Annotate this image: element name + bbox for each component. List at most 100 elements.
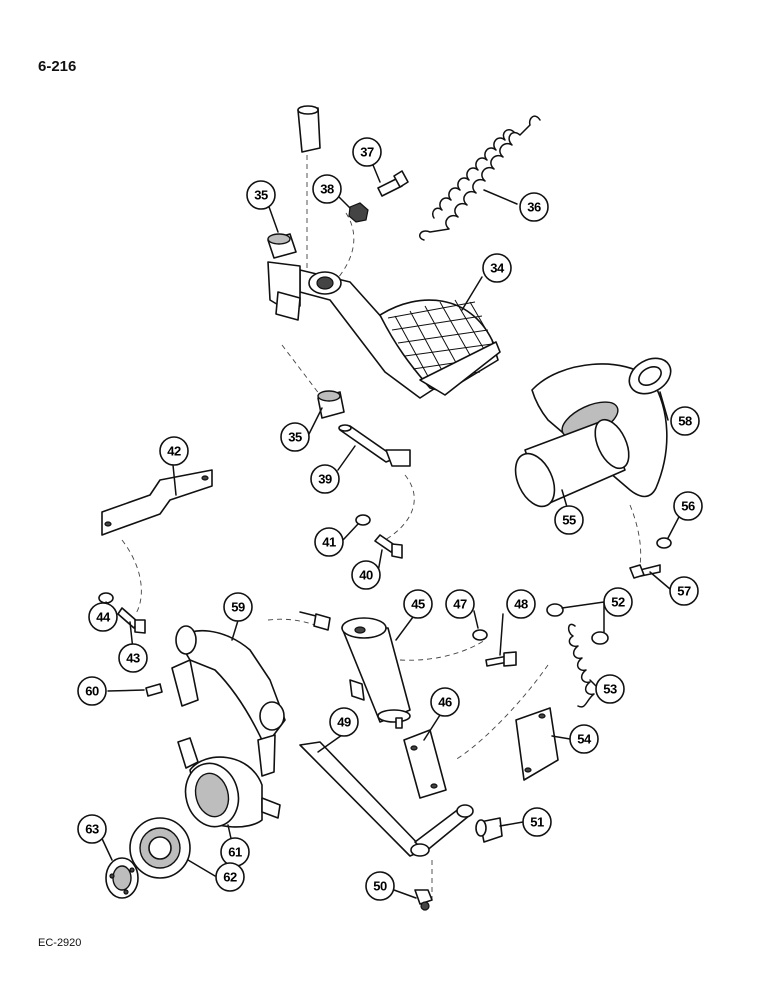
callout-58: 58 bbox=[670, 406, 700, 436]
circlip-52b bbox=[591, 631, 609, 645]
washer-41 bbox=[355, 514, 371, 526]
svg-text:40: 40 bbox=[359, 568, 373, 583]
svg-text:42: 42 bbox=[167, 444, 181, 459]
callout-59: 59 bbox=[223, 592, 253, 622]
callout-48: 48 bbox=[506, 589, 536, 619]
callout-51: 51 bbox=[522, 807, 552, 837]
callout-38: 38 bbox=[312, 174, 342, 204]
clamp-plate bbox=[403, 729, 447, 799]
callout-54: 54 bbox=[569, 724, 599, 754]
bolt-37 bbox=[377, 170, 409, 197]
callout-41: 41 bbox=[314, 527, 344, 557]
svg-text:39: 39 bbox=[318, 472, 332, 487]
assembly-guide-lines bbox=[121, 155, 642, 900]
bolt-40 bbox=[374, 534, 403, 559]
callout-47: 47 bbox=[445, 589, 475, 619]
leader-lines bbox=[97, 164, 682, 899]
oil-seal bbox=[628, 357, 672, 395]
svg-text:35: 35 bbox=[254, 188, 268, 203]
pilot-bearing bbox=[105, 857, 139, 899]
drawing-code: EC-2920 bbox=[38, 937, 82, 949]
callout-40: 40 bbox=[351, 560, 381, 590]
release-bearing-carrier bbox=[177, 737, 281, 828]
pivot-pin bbox=[338, 424, 411, 467]
bolt-48 bbox=[485, 651, 517, 667]
washer-56 bbox=[656, 537, 672, 549]
circlip-52a bbox=[546, 603, 564, 617]
svg-text:55: 55 bbox=[562, 513, 576, 528]
release-fork bbox=[171, 625, 286, 777]
svg-text:60: 60 bbox=[85, 684, 99, 699]
svg-text:34: 34 bbox=[490, 261, 505, 276]
anchor-plate bbox=[515, 707, 559, 781]
callout-53: 53 bbox=[595, 674, 625, 704]
page-reference: 6-216 bbox=[38, 58, 77, 75]
svg-text:52: 52 bbox=[611, 595, 625, 610]
svg-text:43: 43 bbox=[126, 651, 140, 666]
release-bearing bbox=[129, 817, 191, 879]
svg-text:62: 62 bbox=[223, 870, 237, 885]
pedal-rod-clevis bbox=[297, 105, 321, 153]
callout-56: 56 bbox=[673, 491, 703, 521]
callout-35-lower: 35 bbox=[280, 422, 310, 452]
callout-52: 52 bbox=[603, 587, 633, 617]
callout-42: 42 bbox=[159, 436, 189, 466]
washer-47 bbox=[472, 629, 488, 641]
clevis-pin bbox=[475, 817, 503, 843]
svg-text:57: 57 bbox=[677, 584, 691, 599]
svg-text:45: 45 bbox=[411, 597, 425, 612]
roll-pin bbox=[145, 683, 163, 697]
callout-39: 39 bbox=[310, 464, 340, 494]
svg-text:35: 35 bbox=[288, 430, 302, 445]
svg-text:37: 37 bbox=[360, 145, 374, 160]
svg-text:58: 58 bbox=[678, 414, 692, 429]
svg-text:56: 56 bbox=[681, 499, 695, 514]
callout-61: 61 bbox=[220, 837, 250, 867]
bush-upper bbox=[267, 233, 297, 259]
callout-60: 60 bbox=[77, 676, 107, 706]
callout-49: 49 bbox=[329, 707, 359, 737]
svg-text:47: 47 bbox=[453, 597, 467, 612]
svg-text:50: 50 bbox=[373, 879, 387, 894]
hose-end bbox=[299, 611, 331, 631]
callout-44: 44 bbox=[88, 602, 118, 632]
svg-text:51: 51 bbox=[530, 815, 544, 830]
bush-lower bbox=[317, 390, 345, 419]
svg-text:36: 36 bbox=[527, 200, 541, 215]
svg-text:49: 49 bbox=[337, 715, 351, 730]
svg-text:46: 46 bbox=[438, 695, 452, 710]
svg-text:44: 44 bbox=[96, 610, 111, 625]
callout-45: 45 bbox=[403, 589, 433, 619]
cross-shaft-lever bbox=[299, 741, 474, 857]
callout-62: 62 bbox=[215, 862, 245, 892]
callout-36: 36 bbox=[519, 192, 549, 222]
bolt-57 bbox=[629, 564, 661, 579]
bolt-43 bbox=[117, 607, 146, 634]
svg-text:48: 48 bbox=[514, 597, 528, 612]
small-spring bbox=[567, 623, 595, 708]
svg-text:38: 38 bbox=[320, 182, 334, 197]
bearing-carrier-housing bbox=[514, 363, 668, 508]
callout-43: 43 bbox=[118, 643, 148, 673]
grease-fitting bbox=[414, 889, 433, 911]
svg-text:59: 59 bbox=[231, 600, 245, 615]
callout-55: 55 bbox=[554, 505, 584, 535]
svg-text:54: 54 bbox=[577, 732, 592, 747]
callout-46: 46 bbox=[430, 687, 460, 717]
callout-35-upper: 35 bbox=[246, 180, 276, 210]
callout-34: 34 bbox=[482, 253, 512, 283]
cylinder-body bbox=[341, 617, 411, 729]
svg-text:53: 53 bbox=[603, 682, 617, 697]
svg-text:61: 61 bbox=[228, 845, 242, 860]
callout-50: 50 bbox=[365, 871, 395, 901]
callout-37: 37 bbox=[352, 137, 382, 167]
svg-text:63: 63 bbox=[85, 822, 99, 837]
callout-57: 57 bbox=[669, 576, 699, 606]
svg-text:41: 41 bbox=[322, 535, 336, 550]
return-spring bbox=[419, 115, 541, 241]
callout-63: 63 bbox=[77, 814, 107, 844]
pedal-assembly bbox=[267, 261, 501, 399]
nut-38 bbox=[348, 202, 369, 223]
bracket-plate bbox=[101, 469, 213, 536]
